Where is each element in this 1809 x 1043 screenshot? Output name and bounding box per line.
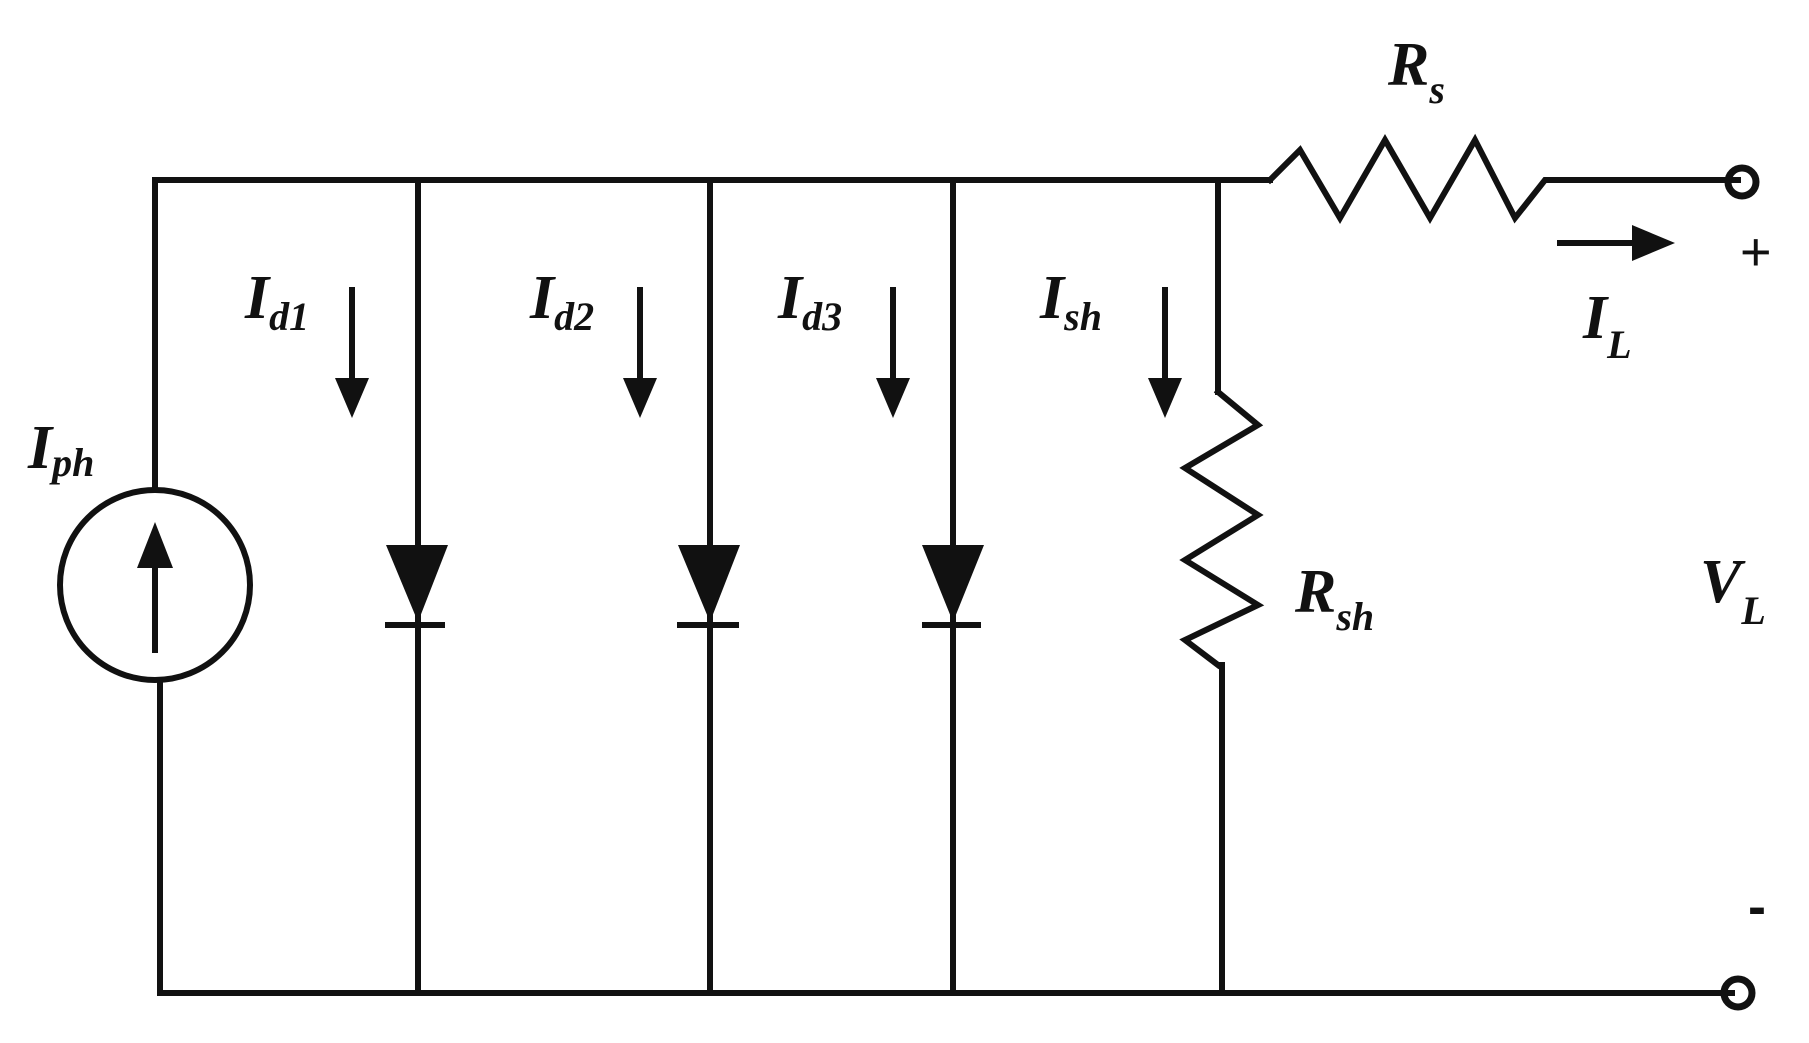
id3-label: Id3 — [777, 264, 842, 339]
current-source — [57, 487, 253, 683]
terminal-negative — [1720, 975, 1756, 1011]
id2-label: Id2 — [529, 264, 594, 339]
id1-arrow-head — [335, 378, 369, 418]
plus-sign: + — [1740, 222, 1772, 282]
ish-arrow-head — [1148, 378, 1182, 418]
diode3-triangle — [922, 545, 984, 622]
minus-sign: - — [1748, 877, 1766, 937]
iph-label: Iph — [27, 414, 94, 485]
id1-label: Id1 — [244, 264, 309, 339]
diode1-triangle — [386, 545, 448, 622]
il-label: IL — [1582, 284, 1632, 367]
id2-arrow-head — [623, 378, 657, 418]
rs-label: Rs — [1387, 31, 1445, 112]
il-arrow-head — [1632, 225, 1675, 261]
rsh-label: Rsh — [1294, 558, 1374, 639]
diode2-triangle — [678, 545, 740, 622]
terminal-positive — [1724, 164, 1760, 200]
series-resistor-rs — [1265, 133, 1741, 225]
vl-label: VL — [1700, 548, 1766, 633]
source-arrow-head — [137, 522, 173, 568]
id3-arrow-head — [876, 378, 910, 418]
shunt-resistor-rsh — [1179, 387, 1265, 670]
ish-label: Ish — [1039, 264, 1102, 339]
